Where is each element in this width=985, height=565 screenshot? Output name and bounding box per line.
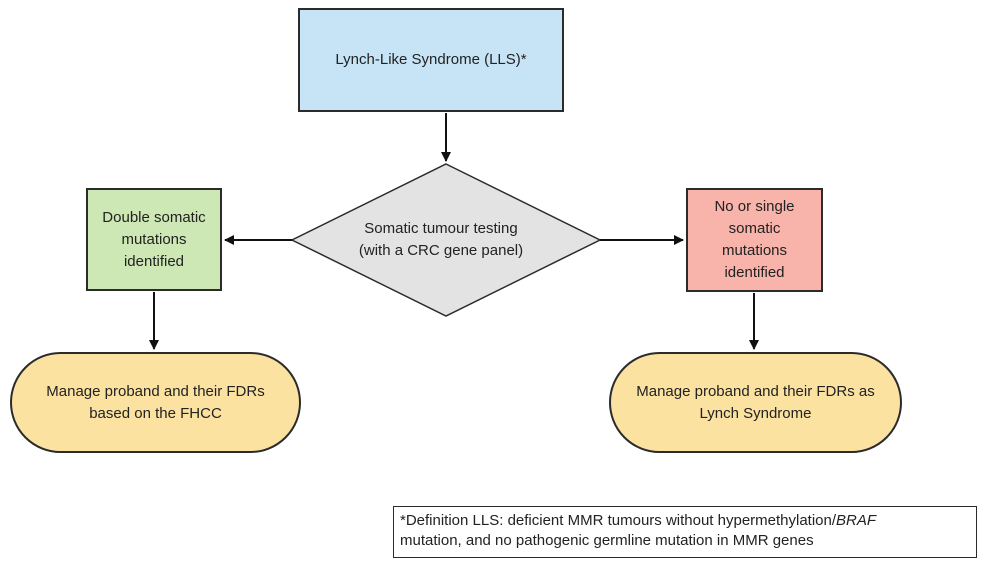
decision-diamond (290, 163, 602, 317)
somatic-testing-line1: Somatic tumour testing (364, 220, 518, 237)
manage-fhcc-node: Manage proband and their FDRs based on t… (10, 352, 301, 453)
manage-lynch-node: Manage proband and their FDRs as Lynch S… (609, 352, 902, 453)
manage-left-line2: based on the FHCC (89, 404, 222, 422)
manage-right-line1: Manage proband and their FDRs as (636, 382, 875, 400)
single-line1: No or single (714, 198, 795, 215)
double-line3: identified (123, 252, 185, 270)
manage-right-line2: Lynch Syndrome (699, 404, 812, 422)
double-line2: mutations (121, 230, 187, 248)
single-line4: identified (724, 264, 785, 281)
double-mutations-node: Double somatic mutations identified (86, 188, 222, 291)
footnote-text-part1: *Definition LLS: deficient MMR tumours w… (400, 512, 837, 529)
manage-left-line1: Manage proband and their FDRs (46, 382, 265, 400)
definition-footnote: *Definition LLS: deficient MMR tumours w… (393, 506, 977, 558)
footnote-text-part2: mutation, and no pathogenic germline mut… (400, 532, 814, 549)
single-mutations-node: No or single somatic mutations identifie… (686, 188, 823, 292)
double-line1: Double somatic (102, 208, 206, 226)
single-line3: mutations (721, 242, 788, 259)
single-line2: somatic (728, 220, 781, 237)
footnote-braf: BRAF (836, 512, 877, 529)
somatic-testing-label: Somatic tumour testing (with a CRC gene … (310, 214, 572, 266)
somatic-testing-line2: (with a CRC gene panel) (358, 242, 524, 259)
lls-node: Lynch-Like Syndrome (LLS)* (298, 8, 564, 112)
lls-label: Lynch-Like Syndrome (LLS)* (335, 51, 527, 68)
